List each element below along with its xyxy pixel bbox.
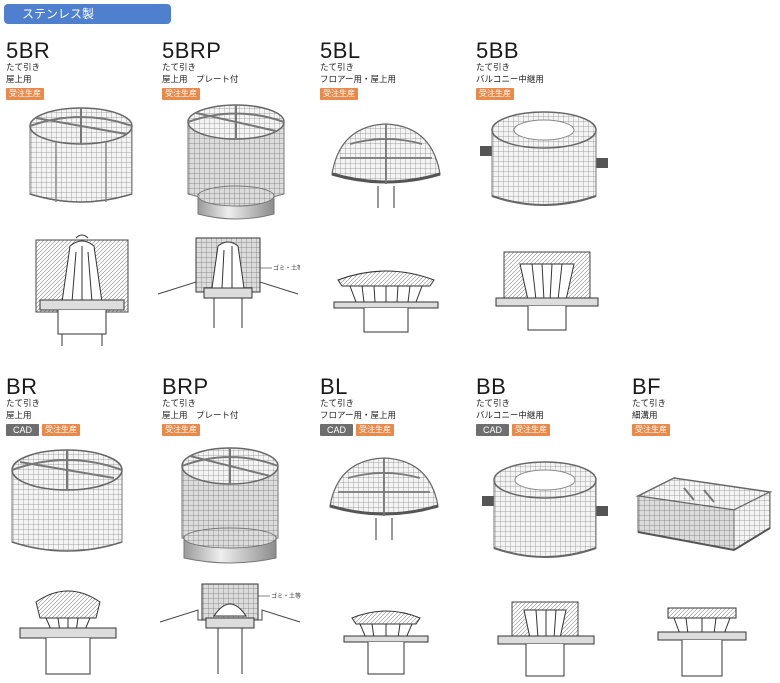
product-5brp: 5BRP たて引き 屋上用 プレート付 受注生産 [162,40,312,101]
strainer-photo-brp [181,447,279,564]
section-title-tab: ステンレス製 [4,4,171,24]
product-code: 5BL [320,38,361,63]
product-code: BL [320,374,348,399]
section-drawing-bl [343,610,429,675]
debris-note: ゴミ・土等 [273,264,300,272]
made-to-order-badge: 受注生産 [42,424,81,436]
section-drawing-5bl [333,270,439,333]
product-use: フロアー用・屋上用 [320,411,396,421]
made-to-order-badge: 受注生産 [476,88,514,100]
product-type: たて引き [6,63,41,73]
product-use: 細溝用 [632,411,658,421]
strainer-photo-5bl [331,123,441,208]
product-type: たて引き [162,399,197,409]
strainer-photo-bl [329,457,439,540]
cad-badge: CAD [6,424,40,436]
strainer-photo-5brp [187,104,285,220]
product-type: たて引き [6,399,41,409]
product-use: バルコニー中継用 [476,411,544,421]
product-br: BR たて引き 屋上用 CAD 受注生産 [6,376,156,437]
product-use: 屋上用 [6,75,32,85]
strainer-photo-bf [635,477,773,552]
made-to-order-badge: 受注生産 [162,424,200,436]
product-code: BB [476,374,507,399]
product-type: たて引き [476,399,511,409]
made-to-order-badge: 受注生産 [512,424,551,436]
product-type: たて引き [476,63,511,73]
product-code: BR [6,374,38,399]
made-to-order-badge: 受注生産 [6,88,44,100]
made-to-order-badge: 受注生産 [320,88,358,100]
section-drawing-5brp: ゴミ・土等 [157,237,300,328]
section-drawing-bf [657,607,747,677]
product-code: 5BRP [162,38,222,63]
product-use: 屋上用 プレート付 [162,75,239,85]
section-drawing-bb [497,601,595,677]
product-code: BF [632,374,662,399]
product-bb: BB たて引き バルコニー中継用 CAD 受注生産 [476,376,626,437]
cad-badge: CAD [320,424,354,436]
product-type: たて引き [320,63,355,73]
product-use: フロアー用・屋上用 [320,75,396,85]
strainer-photo-bb [482,461,608,558]
product-code: 5BR [6,38,51,63]
product-use: 屋上用 プレート付 [162,411,239,421]
cad-badge: CAD [476,424,510,436]
strainer-photo-5bb [480,111,608,206]
product-type: たて引き [320,399,355,409]
strainer-photo-br [11,449,123,552]
product-5br: 5BR たて引き 屋上用 受注生産 [6,40,156,101]
made-to-order-badge: 受注生産 [162,88,200,100]
product-5bb: 5BB たて引き バルコニー中継用 受注生産 [476,40,626,101]
strainer-photo-5br [29,107,133,203]
product-code: BRP [162,374,209,399]
section-drawing-br [19,590,117,675]
debris-note: ゴミ・土等 [271,592,301,600]
product-code: 5BB [476,38,520,63]
product-type: たて引き [162,63,197,73]
section-drawing-5bb [495,251,599,331]
product-bl: BL たて引き フロアー用・屋上用 CAD 受注生産 [320,376,470,437]
made-to-order-badge: 受注生産 [632,424,670,436]
product-use: バルコニー中継用 [476,75,544,85]
product-use: 屋上用 [6,411,32,421]
product-bf: BF たて引き 細溝用 受注生産 [632,376,780,437]
product-5bl: 5BL たて引き フロアー用・屋上用 受注生産 [320,40,470,101]
made-to-order-badge: 受注生産 [356,424,395,436]
section-drawing-5br [35,234,129,346]
product-type: たて引き [632,399,667,409]
section-drawing-brp: ゴミ・土等 [159,583,301,674]
product-brp: BRP たて引き 屋上用 プレート付 受注生産 [162,376,312,437]
